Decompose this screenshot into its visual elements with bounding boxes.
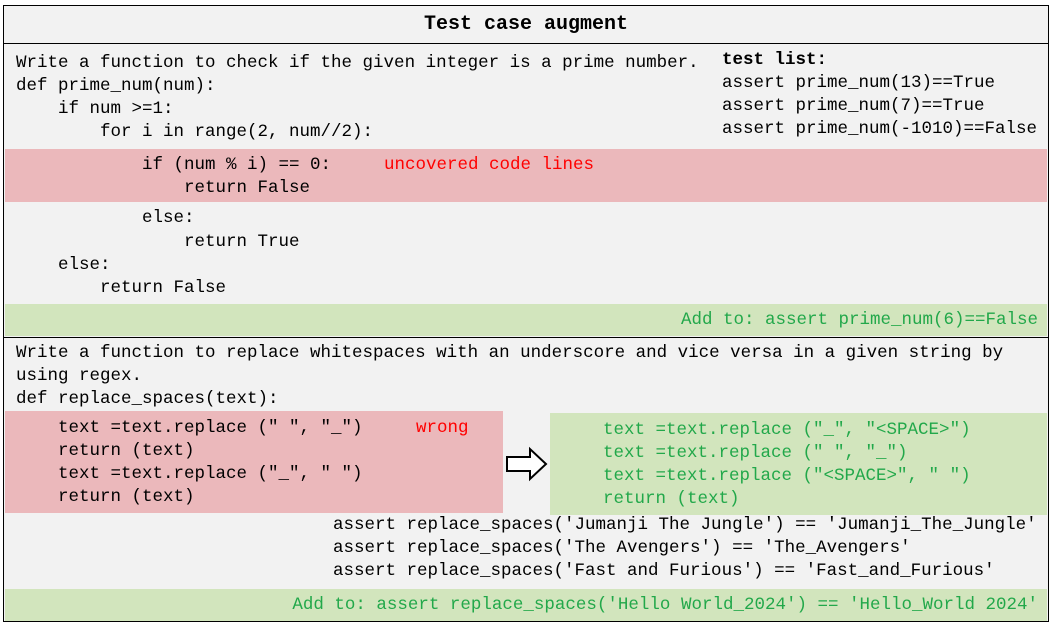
uncovered-label: uncovered code lines bbox=[384, 155, 595, 175]
figure-title: Test case augment bbox=[4, 6, 1048, 44]
test-list-label: test list: bbox=[722, 50, 828, 70]
code-line: return False bbox=[16, 278, 227, 298]
wrong-line: text =text.replace ("_", " ") bbox=[16, 464, 363, 484]
assert-line: assert replace_spaces('Fast and Furious'… bbox=[333, 561, 995, 581]
test-case: assert prime_num(7)==True bbox=[722, 96, 985, 116]
add-to-2: Add to: assert replace_spaces('Hello Wor… bbox=[292, 595, 1038, 615]
code-line: return True bbox=[16, 232, 300, 252]
add-to-band-1 bbox=[5, 304, 1047, 336]
prompt-1: Write a function to check if the given i… bbox=[16, 53, 699, 73]
test-case: assert prime_num(13)==True bbox=[722, 73, 996, 93]
assert-line: assert replace_spaces('Jumanji The Jungl… bbox=[333, 515, 1037, 535]
wrong-code-box bbox=[5, 411, 503, 513]
uncovered-line: return False bbox=[16, 178, 311, 198]
wrong-line: text =text.replace (" ", "_") bbox=[16, 418, 363, 438]
fixed-line: text =text.replace ("_", "<SPACE>") bbox=[561, 420, 971, 440]
uncovered-line: if (num % i) == 0: bbox=[16, 155, 332, 175]
fixed-line: text =text.replace ("<SPACE>", " ") bbox=[561, 466, 971, 486]
test-case: assert prime_num(-1010)==False bbox=[722, 119, 1038, 139]
add-to-1: Add to: assert prime_num(6)==False bbox=[680, 310, 1038, 330]
prompt-2: using regex. bbox=[16, 366, 143, 386]
assert-line: assert replace_spaces('The Avengers') ==… bbox=[333, 538, 911, 558]
code-line: else: bbox=[16, 208, 195, 228]
code-line: def prime_num(num): bbox=[16, 76, 216, 96]
code-line: if num >=1: bbox=[16, 99, 174, 119]
fixed-code-box bbox=[550, 413, 1047, 515]
code-line: else: bbox=[16, 255, 111, 275]
fixed-line: return (text) bbox=[561, 489, 740, 509]
wrong-line: return (text) bbox=[16, 487, 195, 507]
uncovered-band bbox=[5, 149, 1047, 202]
figure-frame: Test case augment Write a function to ch… bbox=[3, 5, 1049, 622]
divider bbox=[4, 337, 1048, 338]
add-to-band-2 bbox=[5, 589, 1047, 621]
right-arrow-icon bbox=[506, 446, 548, 482]
def-line: def replace_spaces(text): bbox=[16, 389, 279, 409]
code-line: for i in range(2, num//2): bbox=[16, 122, 374, 142]
wrong-label: wrong bbox=[416, 418, 469, 438]
wrong-line: return (text) bbox=[16, 441, 195, 461]
fixed-line: text =text.replace (" ", "_") bbox=[561, 443, 908, 463]
prompt-2: Write a function to replace whitespaces … bbox=[16, 343, 1004, 363]
